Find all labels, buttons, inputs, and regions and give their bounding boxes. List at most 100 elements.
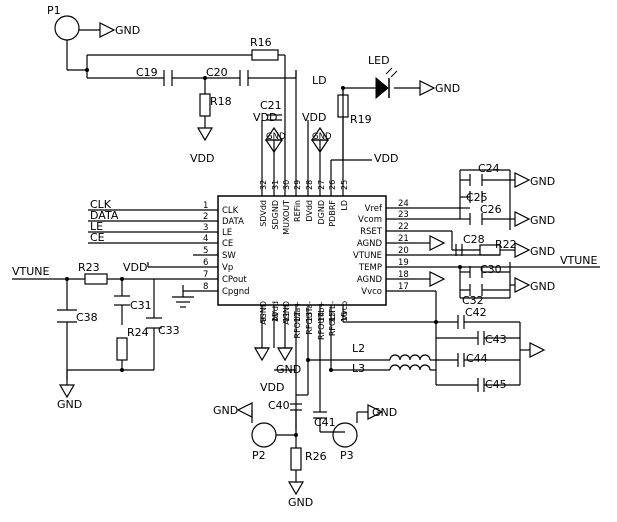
capacitor-c21: [266, 114, 282, 121]
connector-p3: [332, 422, 358, 448]
ref-r19: R19: [350, 113, 372, 126]
net-label-gnd: GND: [530, 175, 555, 188]
pin-name: RSET: [360, 227, 383, 237]
capacitor-c19: [163, 70, 173, 86]
ic-left-pins: [193, 209, 218, 292]
ref-p1: P1: [47, 4, 61, 17]
pin-name: TEMP: [358, 263, 382, 273]
capacitor-c24: [469, 174, 483, 186]
pin-number: 10: [271, 312, 280, 322]
pin-name: DVdd: [305, 200, 314, 222]
junction-dot: [434, 320, 438, 324]
net-label-vdd: VDD: [374, 152, 398, 165]
gnd-symbol: [429, 235, 445, 251]
capacitor-c31: [114, 295, 130, 306]
ic-left-pin-names: CLK DATA LE CE SW Vp CPout Cpgnd: [222, 206, 250, 297]
net-label-ld: LD: [312, 74, 327, 87]
pin-name: PDBRF: [328, 200, 337, 227]
c40-net: [274, 369, 308, 396]
resistor-r26: [290, 447, 302, 471]
gnd-dgnd: [310, 126, 330, 154]
gnd-symbol: [99, 22, 115, 38]
gnd-symbol: [514, 242, 530, 258]
junction-dot: [203, 76, 207, 80]
junction-dot: [306, 358, 310, 362]
pin-number: 20: [398, 246, 409, 256]
ref-r18: R18: [210, 95, 232, 108]
net-label-gnd: GND: [57, 398, 82, 411]
pin-number: 4: [203, 234, 208, 244]
pin-name: MUXOUT: [282, 200, 291, 235]
pin-number: 23: [398, 210, 409, 220]
net-label-gnd: GND: [115, 24, 140, 37]
net-label-gnd: GND: [288, 496, 313, 509]
pin-number: 7: [203, 270, 208, 280]
ic-top-pin-names: SDVdd SDGND MUXOUT REFin DVdd DGND PDBRF…: [259, 200, 349, 235]
ref-r26: R26: [305, 450, 327, 463]
c41-net: [319, 360, 345, 433]
ic-bottom-pin-names: AGND AVdd AGND RFOUTa+ RFOUTa- RFOUTb+ R…: [259, 301, 349, 340]
ref-c28: C28: [463, 233, 485, 246]
pin-name: Vcom: [358, 215, 382, 225]
pin-name: RFOUTb+: [317, 301, 326, 340]
pin-number: 5: [203, 246, 208, 256]
pin-name: AGND: [357, 239, 383, 249]
pin-number: 32: [259, 180, 268, 190]
ref-r16: R16: [250, 36, 272, 49]
ref-l2: L2: [352, 342, 365, 355]
ref-c26: C26: [480, 203, 502, 216]
capacitor-c30: [469, 266, 483, 278]
connector-p2: [251, 422, 277, 448]
pin-name: RFOUTb-: [328, 301, 337, 336]
ref-r22: R22: [495, 238, 517, 251]
ref-c38: C38: [76, 311, 98, 324]
net-label-vdd: VDD: [253, 111, 277, 124]
junction-dot: [329, 368, 333, 372]
resistor-r24: [116, 337, 128, 361]
pin-name: SW: [222, 251, 236, 261]
net-label-gnd: GND: [312, 132, 332, 142]
junction-dot: [120, 277, 124, 281]
inductor-l2: [308, 354, 431, 361]
junction-dot: [85, 68, 89, 72]
net-label-clk: CLK: [90, 198, 112, 211]
junction-dot: [458, 265, 462, 269]
net-label-vtune-right: VTUNE: [560, 254, 598, 267]
capacitor-c26: [469, 213, 483, 225]
digital-input-lines: [88, 209, 193, 244]
connector-p1: [54, 15, 80, 41]
capacitor-c44: [457, 353, 465, 367]
gnd-sdgnd: [264, 126, 284, 154]
net-label-gnd: GND: [266, 132, 286, 142]
capacitor-c33: [146, 317, 162, 329]
capacitor-c42: [457, 315, 465, 329]
pin-name: CE: [222, 239, 233, 249]
pin-name: Vp: [222, 263, 233, 273]
ref-c41: C41: [314, 416, 336, 429]
resistor-r23: [84, 273, 108, 285]
ref-c44: C44: [466, 352, 488, 365]
junction-dot: [294, 433, 298, 437]
ref-c30: C30: [480, 263, 502, 276]
junction-dot: [65, 277, 69, 281]
ref-c45: C45: [485, 378, 507, 391]
pin-number: 30: [282, 180, 291, 190]
pin-number: 13: [305, 312, 314, 322]
gnd-symbol: [172, 291, 194, 308]
pin-name: DATA: [222, 217, 244, 227]
ref-c19: C19: [136, 66, 158, 79]
gnd-symbol: [197, 127, 213, 141]
gnd-symbol: [514, 277, 530, 293]
gnd-symbol: [429, 271, 445, 287]
pin-name: SDVdd: [259, 200, 268, 227]
pin-number: 21: [398, 234, 409, 244]
net-label-gnd: GND: [530, 280, 555, 293]
net-label-vdd-vp: VDD: [123, 261, 147, 274]
gnd-symbol: [514, 211, 530, 227]
net-label-vdd: VDD: [302, 111, 326, 124]
net-label-gnd: GND: [213, 404, 238, 417]
inductor-l3: [331, 364, 431, 371]
ref-p2: P2: [252, 449, 266, 462]
pin-name: RFOUTa+: [293, 301, 302, 338]
